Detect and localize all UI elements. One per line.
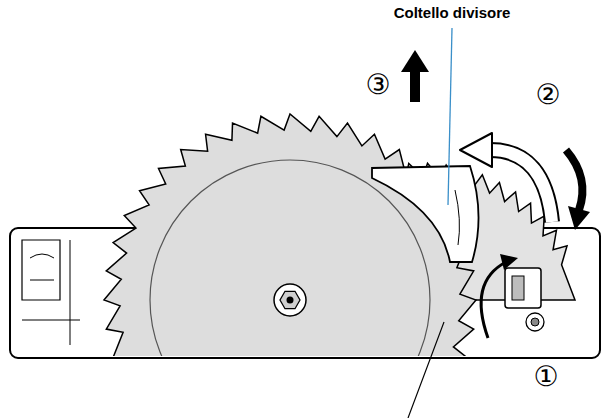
part-label: Coltello divisore — [392, 4, 513, 21]
leader-line — [408, 322, 444, 418]
callout-number: ② — [533, 78, 562, 111]
lift-arrow — [410, 70, 420, 102]
knife-slot — [455, 190, 459, 245]
arbor-bolt — [287, 297, 294, 304]
housing-detail — [22, 240, 80, 345]
clamp-lever — [505, 268, 541, 308]
arrow-head — [401, 50, 429, 72]
arrow-head — [460, 133, 492, 167]
riving-knife — [372, 166, 479, 262]
swing-arrow — [490, 150, 552, 222]
swing-arrow — [490, 150, 552, 222]
rotation-arrow — [481, 262, 506, 338]
clamp-bolt — [531, 318, 539, 326]
callout-number: ① — [531, 360, 560, 393]
clamp-lever — [512, 276, 524, 300]
callout-number: ③ — [363, 68, 392, 101]
clamp-bolt — [526, 313, 544, 331]
swing-arrow — [566, 150, 582, 210]
saw-blade — [104, 114, 476, 356]
arbor-nut — [280, 291, 300, 308]
blade-inner-ring — [150, 160, 430, 356]
arbor-washer — [274, 284, 306, 316]
housing-detail — [22, 240, 60, 300]
arrow-head — [568, 206, 590, 230]
leader-line — [448, 28, 452, 205]
arrow-head — [500, 254, 518, 270]
